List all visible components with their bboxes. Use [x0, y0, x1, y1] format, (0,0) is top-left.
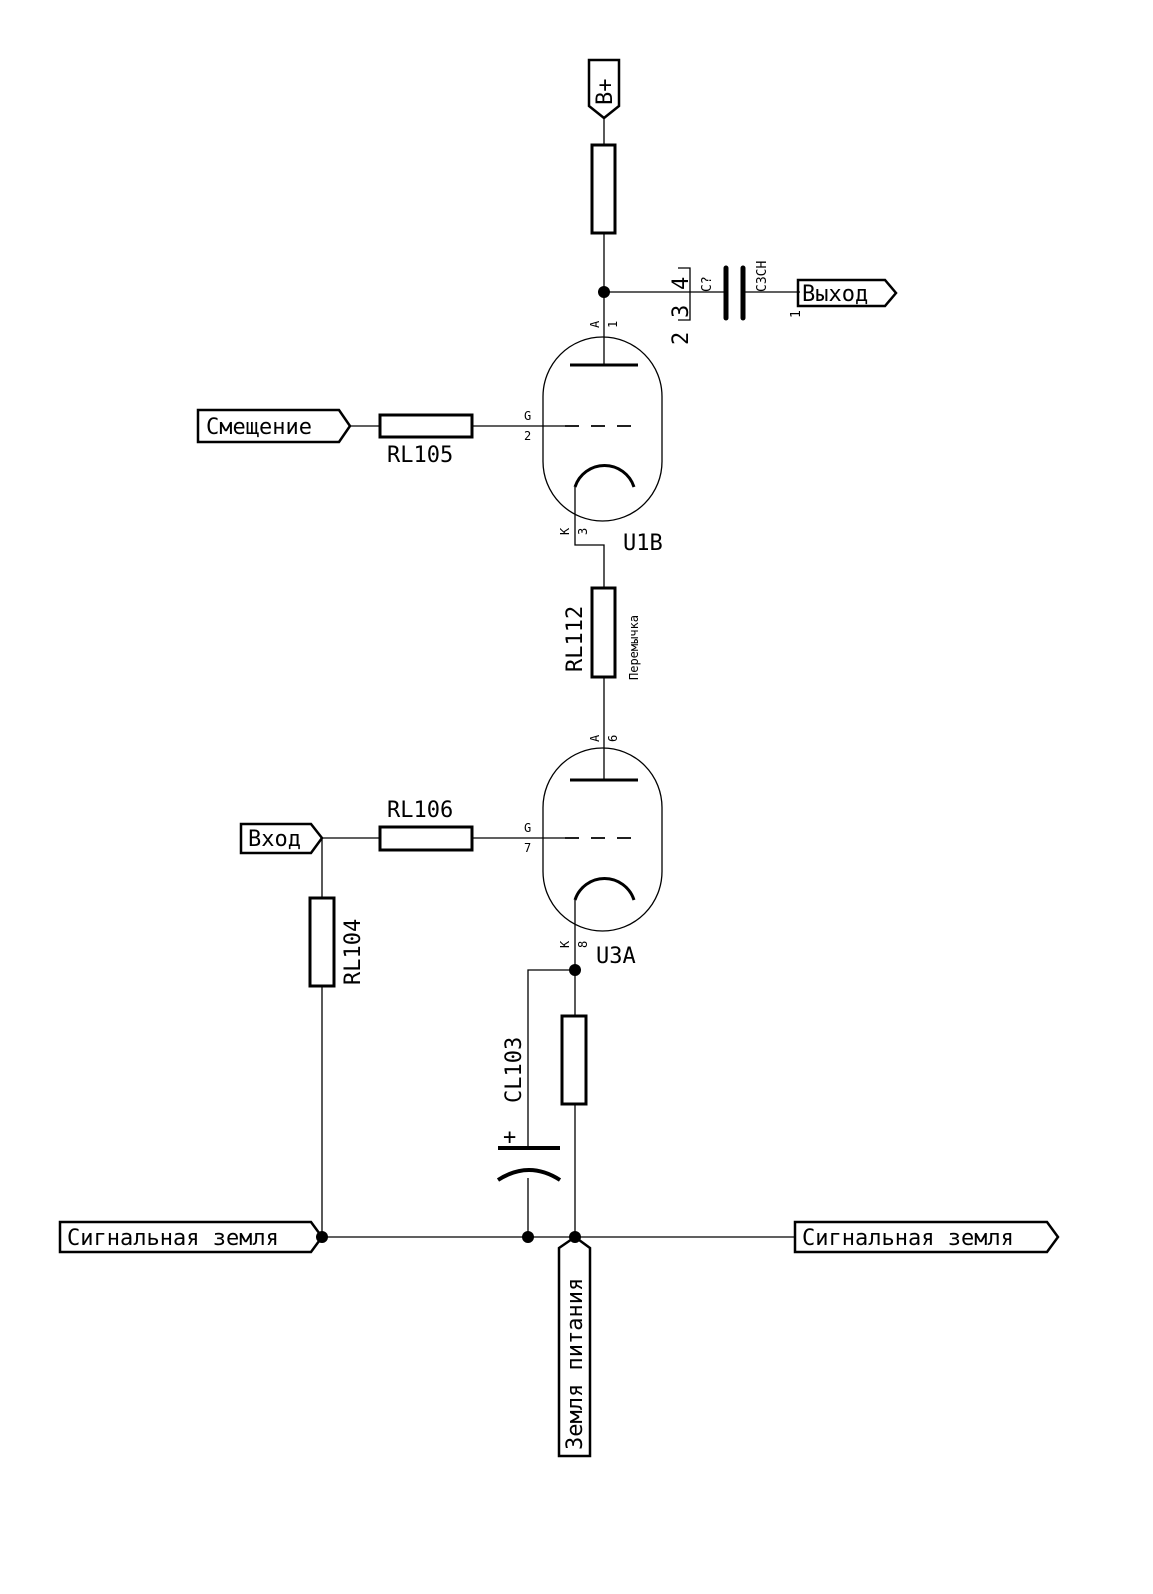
resistor-rl106[interactable]	[378, 825, 474, 852]
rl104-label: RL104	[341, 919, 366, 985]
cap-pin-4: 4	[669, 277, 694, 290]
cl103-plus: +	[503, 1125, 516, 1150]
cap-pin-2: 2	[669, 332, 694, 345]
pin-number: 8	[576, 941, 590, 948]
pin-label: A	[588, 734, 602, 742]
cap-value-label: C3CH	[755, 261, 770, 292]
cap-plate-curved	[496, 1168, 562, 1182]
cl103-label: CL103	[502, 1037, 527, 1103]
junction-dot	[522, 1231, 534, 1243]
resistor-rl104[interactable]	[308, 896, 336, 988]
port-signal-ground-right[interactable]: Сигнальная земля	[793, 1220, 1060, 1254]
rl112-label: RL112	[563, 606, 588, 672]
port-bplus-label: B+	[593, 79, 618, 106]
port-power-ground-label: Земля питания	[563, 1278, 588, 1450]
tube-u1b[interactable]	[542, 336, 663, 522]
resistor-rl112[interactable]	[590, 586, 617, 679]
rl106-label: RL106	[387, 798, 453, 823]
pin-number: 2	[524, 429, 531, 443]
pin-number: 1	[606, 321, 620, 328]
port-bias[interactable]: Смещение	[196, 408, 352, 444]
pin-label: G	[524, 409, 531, 423]
port-signal-ground-right-label: Сигнальная земля	[802, 1226, 1014, 1251]
u1b-label: U1B	[623, 531, 663, 556]
port-power-ground[interactable]: Земля питания	[557, 1235, 592, 1458]
pin-number: 6	[606, 735, 620, 742]
port-bplus[interactable]: B+	[587, 58, 621, 120]
resistor-rl105[interactable]	[378, 413, 474, 439]
port-bias-label: Смещение	[206, 415, 312, 440]
wire-cathode-u3a	[527, 900, 576, 1237]
wire-cathode-u1b	[574, 487, 605, 780]
pin-label: K	[558, 527, 572, 535]
pin-number: 3	[576, 528, 590, 535]
port-input-label: Вход	[248, 827, 301, 852]
pin-label: G	[524, 821, 531, 835]
rl112-value: Перемычка	[627, 615, 641, 680]
cathode-resistor[interactable]	[560, 1014, 588, 1106]
port-input[interactable]: Вход	[239, 822, 324, 855]
anode-resistor[interactable]	[590, 143, 617, 235]
cap-pin-3: 3	[669, 305, 694, 318]
cap-pin-1: 1	[789, 310, 804, 318]
port-signal-ground-left[interactable]: Сигнальная земля	[58, 1220, 324, 1254]
junction-dot	[569, 964, 581, 976]
pin-number: 7	[524, 841, 531, 855]
cap-bracket	[678, 267, 691, 321]
u3a-label: U3A	[596, 944, 636, 969]
port-signal-ground-left-label: Сигнальная земля	[67, 1226, 279, 1251]
port-output-label: Выход	[802, 282, 868, 307]
wire-input	[321, 837, 565, 1237]
rl105-label: RL105	[387, 443, 453, 468]
pin-label: A	[588, 320, 602, 328]
pin-label: K	[558, 940, 572, 948]
port-output[interactable]: Выход	[796, 278, 898, 308]
tube-u3a[interactable]	[542, 747, 663, 932]
cap-ref-label: C?	[700, 276, 715, 292]
